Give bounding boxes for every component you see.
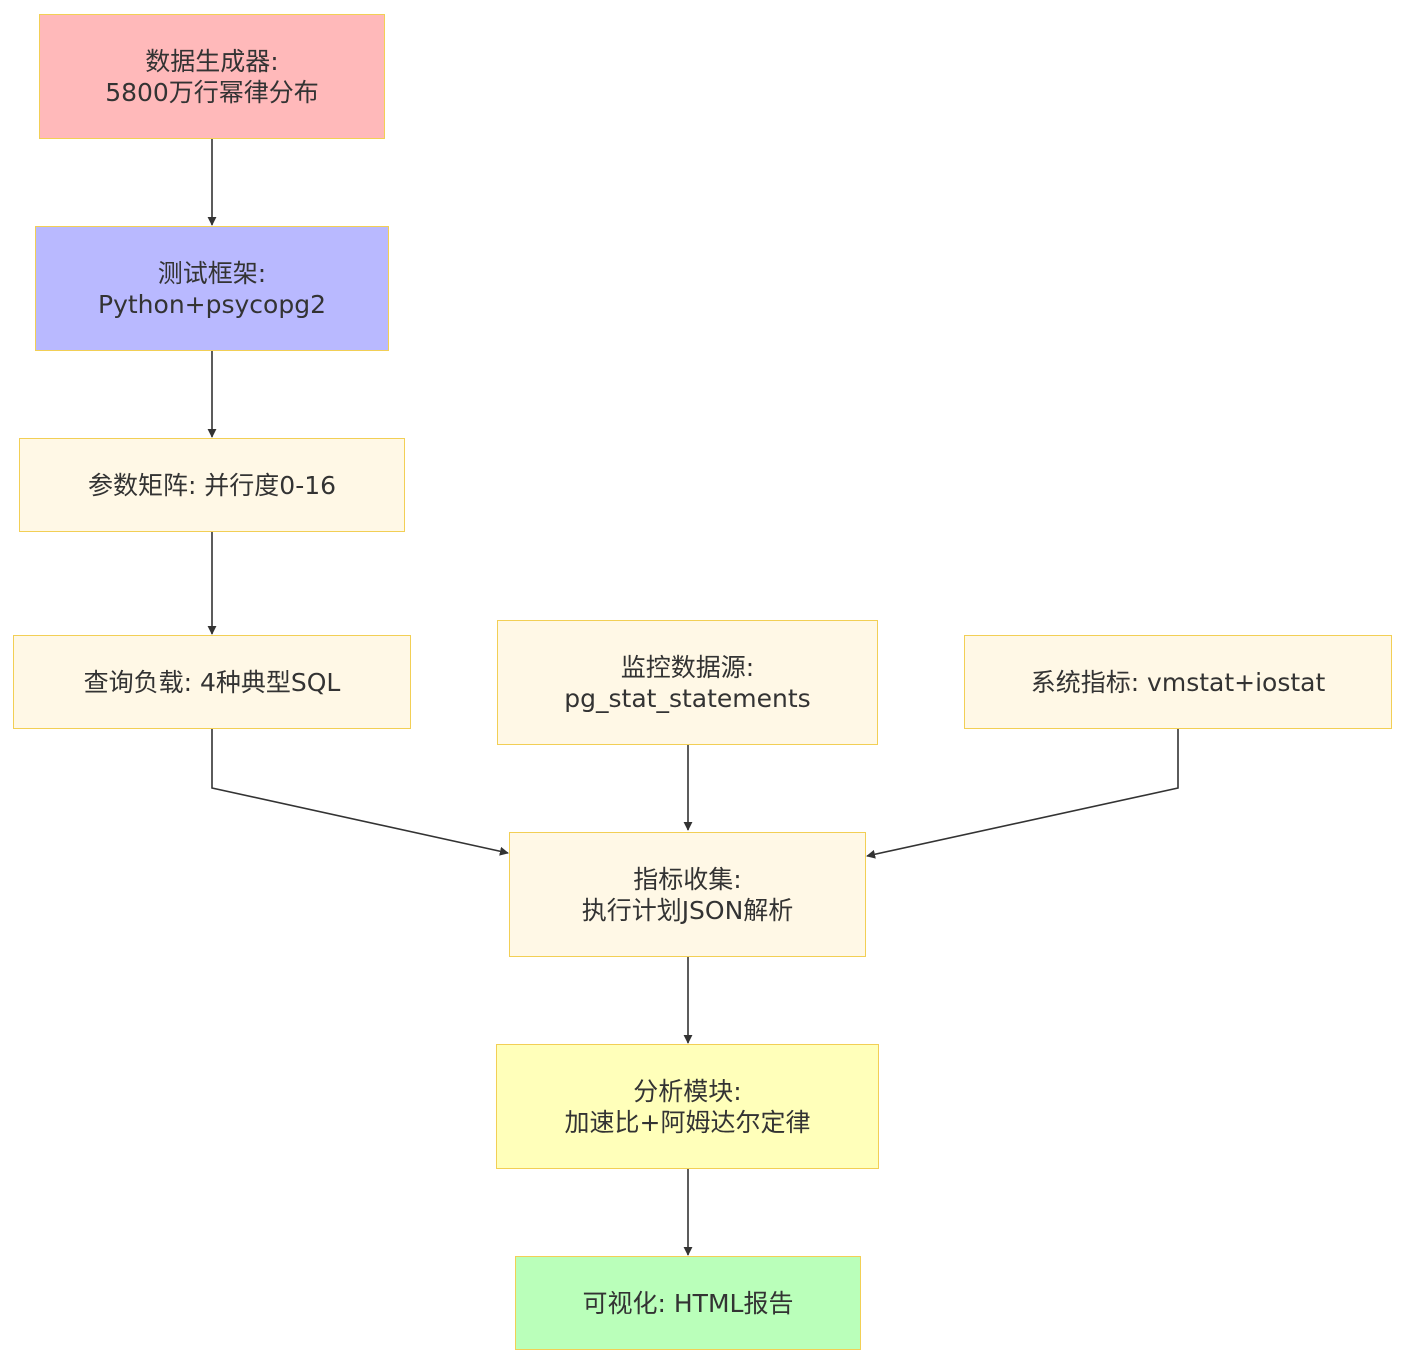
node-visualization: 可视化: HTML报告 xyxy=(515,1256,861,1350)
node-data-generator: 数据生成器: 5800万行幂律分布 xyxy=(39,14,385,139)
node-monitor-source: 监控数据源: pg_stat_statements xyxy=(497,620,878,745)
node-label-line: 加速比+阿姆达尔定律 xyxy=(564,1107,811,1137)
node-query-workload: 查询负载: 4种典型SQL xyxy=(13,635,411,729)
node-label-line: 参数矩阵: 并行度0-16 xyxy=(87,470,337,500)
node-label-line: 监控数据源: xyxy=(620,652,755,682)
edge-sysmetrics-collect xyxy=(866,729,1179,859)
node-system-metrics: 系统指标: vmstat+iostat xyxy=(964,635,1392,729)
node-label-line: 测试框架: xyxy=(157,258,267,288)
node-label-line: 查询负载: 4种典型SQL xyxy=(83,667,341,697)
node-label-line: 执行计划JSON解析 xyxy=(581,895,794,925)
node-label-line: 可视化: HTML报告 xyxy=(582,1288,794,1318)
node-label-line: 指标收集: xyxy=(633,864,742,894)
edge-workload-collect xyxy=(211,729,509,856)
node-label-line: Python+psycopg2 xyxy=(98,289,326,319)
node-metric-collection: 指标收集: 执行计划JSON解析 xyxy=(509,832,866,957)
node-label-line: pg_stat_statements xyxy=(564,683,811,713)
node-label-line: 数据生成器: xyxy=(145,46,279,76)
node-analysis-module: 分析模块: 加速比+阿姆达尔定律 xyxy=(496,1044,879,1169)
node-test-framework: 测试框架: Python+psycopg2 xyxy=(35,226,389,351)
node-label-line: 系统指标: vmstat+iostat xyxy=(1030,667,1326,697)
node-parameter-matrix: 参数矩阵: 并行度0-16 xyxy=(19,438,405,532)
node-label-line: 分析模块: xyxy=(633,1076,742,1106)
node-label-line: 5800万行幂律分布 xyxy=(105,77,319,107)
